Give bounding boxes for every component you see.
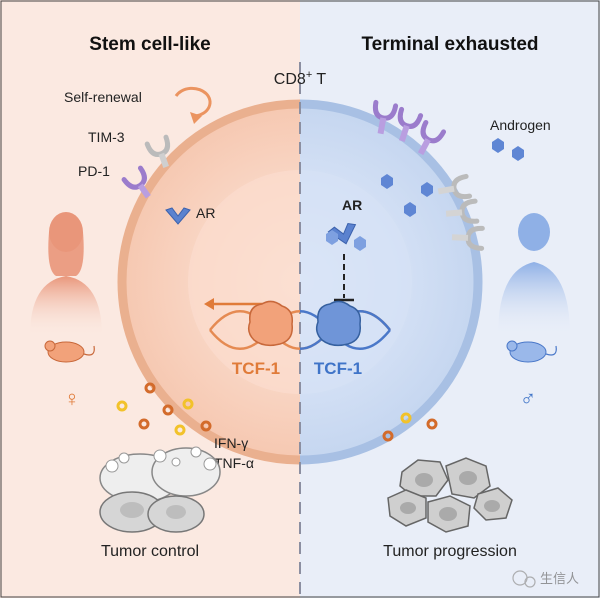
tnf-label: TNF-α: [214, 455, 254, 471]
tcf1-left-label: TCF-1: [232, 359, 280, 378]
mouse-left-icon: [44, 340, 95, 363]
self-renewal-label: Self-renewal: [64, 89, 142, 105]
mouse-right-icon: [506, 340, 557, 363]
left-panel-title: Stem cell-like: [89, 34, 210, 55]
watermark: 生信人: [512, 570, 579, 588]
cell-label-sup: +: [306, 69, 312, 81]
androgen-molecules: [381, 138, 524, 217]
receptor-icon: [372, 99, 399, 135]
watermark-text: 生信人: [540, 571, 579, 586]
ar-left-icon: [165, 207, 191, 225]
right-panel-title: Terminal exhausted: [361, 34, 538, 55]
cell-label: CD8+ T: [274, 69, 327, 88]
male-silhouette-icon: [498, 213, 570, 336]
tumor-cells-right-icon: [387, 457, 513, 533]
tim3-label: TIM-3: [88, 129, 125, 145]
tumor-cells-left-icon: [99, 446, 221, 533]
androgen-hexagon-icon: [404, 202, 416, 217]
pd1-label: PD-1: [78, 163, 110, 179]
ar-right-label: AR: [342, 197, 362, 213]
cell-label-suffix: T: [312, 71, 326, 88]
receptor-icon: [397, 106, 424, 142]
receptor-icon: [445, 198, 480, 224]
tcf1-right-label: TCF-1: [314, 359, 362, 378]
receptor-icon: [417, 119, 447, 156]
tim3-receptors-right: [437, 173, 485, 251]
cytokine-dots-right: [382, 412, 438, 442]
tcf1-protein-left-icon: [247, 300, 294, 347]
receptor-icon: [451, 225, 485, 251]
ar-left-label: AR: [196, 205, 215, 221]
androgen-hexagon-icon: [492, 138, 504, 153]
pd1-receptors-right: [372, 99, 447, 156]
ifn-label: IFN-γ: [214, 435, 248, 451]
pd1-receptor-icon: [121, 165, 151, 199]
androgen-hexagon-icon: [381, 174, 393, 189]
tumor-progression-label: Tumor progression: [383, 543, 517, 560]
female-symbol: ♀: [64, 386, 81, 411]
tim3-receptor-icon: [144, 134, 171, 168]
receptor-icon: [437, 173, 473, 200]
androgen-hexagon-icon: [512, 146, 524, 161]
dna-helix: [209, 310, 391, 350]
cell-right-half: [300, 99, 483, 465]
ar-androgen-complex-icon: [326, 223, 366, 251]
androgen-hexagon-icon: [421, 182, 433, 197]
cytokine-dots-left: [116, 382, 212, 436]
male-symbol: ♂: [520, 386, 537, 411]
female-silhouette-icon: [30, 212, 102, 336]
tcf1-protein-right-icon: [315, 300, 362, 347]
cell-label-main: CD8: [274, 71, 306, 88]
self-renewal-arrow-icon: [174, 86, 212, 124]
tumor-control-label: Tumor control: [101, 543, 199, 560]
androgen-label: Androgen: [490, 117, 551, 133]
